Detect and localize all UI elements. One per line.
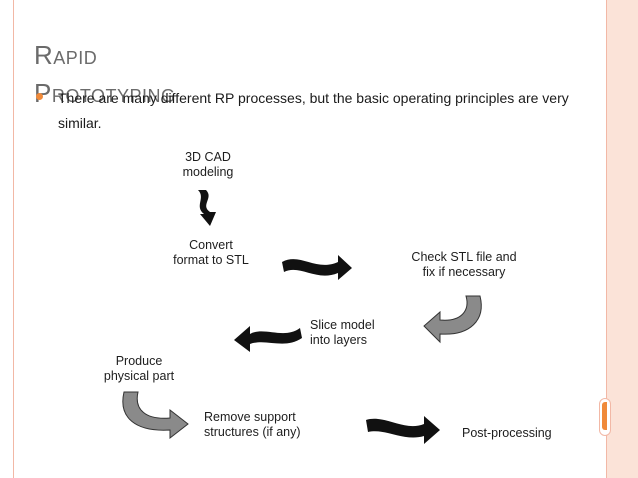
slide-edge-accent (602, 402, 607, 430)
slide-title-line-2: Prototyping (34, 78, 176, 108)
step-5-line-1: Produce (115, 354, 163, 368)
step-1-line-2: modeling (182, 165, 234, 179)
step-4-line-2: into layers (310, 333, 367, 347)
curved-arrow-icon (122, 391, 189, 440)
slide-right-panel (607, 0, 638, 478)
slide-title-line-1: Rapid (34, 40, 98, 70)
step-check-stl: Check STL file and fix if necessary (384, 250, 544, 280)
step-3-line-1: Check STL file and (411, 250, 517, 264)
curved-arrow-icon (423, 295, 482, 344)
step-2-line-1: Convert (189, 238, 233, 252)
step-remove-support: Remove support structures (if any) (204, 410, 354, 440)
step-1-line-1: 3D CAD (185, 150, 231, 164)
step-3d-cad-modeling: 3D CAD modeling (172, 150, 244, 180)
step-slice-model: Slice model into layers (310, 318, 410, 348)
step-5-line-2: physical part (103, 369, 175, 383)
bullet-icon (36, 93, 43, 100)
arrow-right-icon (366, 416, 440, 444)
slide-left-border (13, 0, 14, 478)
arrow-down-icon (198, 190, 216, 226)
step-6-line-1: Remove support (204, 410, 296, 424)
step-post-processing: Post-processing (462, 426, 552, 440)
slide-right-border (606, 0, 607, 478)
step-2-line-2: format to STL (173, 253, 249, 267)
step-3-line-2: fix if necessary (422, 265, 506, 279)
slide-title: Rapid Prototyping (34, 36, 176, 112)
step-convert-format: Convert format to STL (158, 238, 264, 268)
step-produce-part: Produce physical part (84, 354, 194, 384)
bullet-text: There are many different RP processes, b… (58, 90, 569, 131)
arrow-right-icon (282, 255, 352, 280)
step-4-line-1: Slice model (310, 318, 375, 332)
arrow-left-icon (234, 326, 302, 352)
step-6-line-2: structures (if any) (204, 425, 301, 439)
